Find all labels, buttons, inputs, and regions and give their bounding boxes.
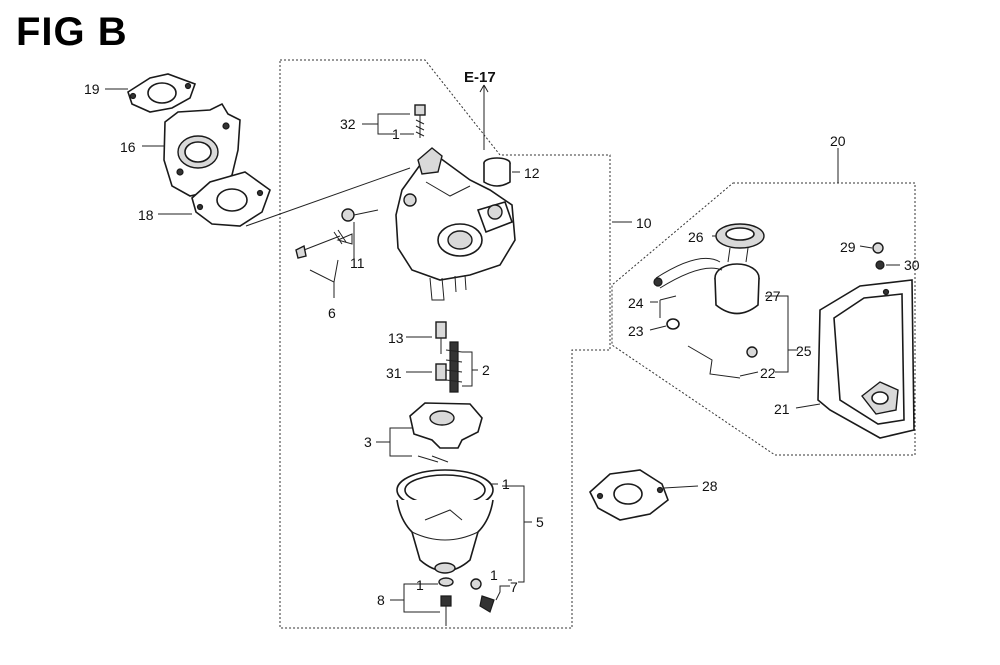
part-21-case[interactable]	[817, 279, 915, 439]
part-18-gasket[interactable]	[191, 171, 271, 227]
part-10-carburetor-body[interactable]	[395, 147, 516, 301]
callout-28: 28	[702, 478, 718, 494]
part-13-jet[interactable]	[435, 321, 447, 354]
callout-11: 11	[350, 255, 365, 271]
part-3-float[interactable]	[409, 402, 483, 463]
part-29-nut[interactable]	[872, 242, 884, 254]
part-26-elbow[interactable]	[715, 223, 765, 249]
part-12-cap[interactable]	[483, 157, 511, 187]
carburetor-assembly-frame	[279, 59, 611, 629]
callout-27: 27	[765, 288, 781, 304]
callout-10: 10	[636, 215, 652, 231]
callout-3: 3	[364, 434, 372, 450]
part-8-bolt[interactable]	[438, 577, 454, 626]
callout-labels: 19 16 18 32 1 E-17 12 10 11 6 13 31 2 3 …	[84, 69, 920, 608]
callout-32: 32	[340, 116, 356, 132]
callout-7: 7	[510, 579, 518, 595]
callout-1-top: 1	[392, 126, 400, 142]
part-24-clip[interactable]	[659, 295, 677, 318]
part-2-needle[interactable]	[445, 341, 463, 393]
callout-21: 21	[774, 401, 790, 417]
part-22-bracket[interactable]	[687, 345, 758, 379]
part-32-screw[interactable]	[414, 104, 426, 138]
callout-20: 20	[830, 133, 846, 149]
callout-26: 26	[688, 229, 704, 245]
callout-22: 22	[760, 365, 776, 381]
callout-18: 18	[138, 207, 154, 223]
reference-e17: E-17	[464, 69, 496, 86]
part-23-clip[interactable]	[666, 318, 680, 330]
part-19-gasket[interactable]	[127, 73, 197, 113]
callout-25: 25	[796, 343, 812, 359]
callout-1-screw: 1	[490, 567, 498, 583]
leader-lines	[105, 84, 900, 613]
callout-24: 24	[628, 295, 644, 311]
callout-2: 2	[482, 362, 490, 378]
part-6-screw[interactable]	[295, 229, 347, 259]
part-30-washer[interactable]	[875, 260, 885, 270]
callout-29: 29	[840, 239, 856, 255]
callout-30: 30	[904, 257, 920, 273]
callout-8: 8	[377, 592, 385, 608]
air-cleaner-assembly-frame	[611, 182, 916, 456]
callout-5: 5	[536, 514, 544, 530]
callout-13: 13	[388, 330, 404, 346]
callout-16: 16	[120, 139, 136, 155]
part-28-gasket[interactable]	[589, 469, 669, 521]
callout-12: 12	[524, 165, 540, 181]
part-5-float-chamber[interactable]	[396, 469, 494, 574]
part-31-jet[interactable]	[435, 363, 447, 381]
callout-19: 19	[84, 81, 100, 97]
part-16-insulator[interactable]	[163, 102, 241, 197]
part-27-valve[interactable]	[653, 247, 760, 315]
callout-6: 6	[328, 305, 336, 321]
figure-title: FIG B	[16, 10, 128, 54]
part-7-screw[interactable]	[470, 578, 495, 613]
callout-1-bolt: 1	[416, 577, 424, 593]
callout-1-chamber: 1	[502, 476, 510, 492]
callout-23: 23	[628, 323, 644, 339]
callout-31: 31	[386, 365, 402, 381]
part-11-screw[interactable]	[336, 208, 379, 245]
